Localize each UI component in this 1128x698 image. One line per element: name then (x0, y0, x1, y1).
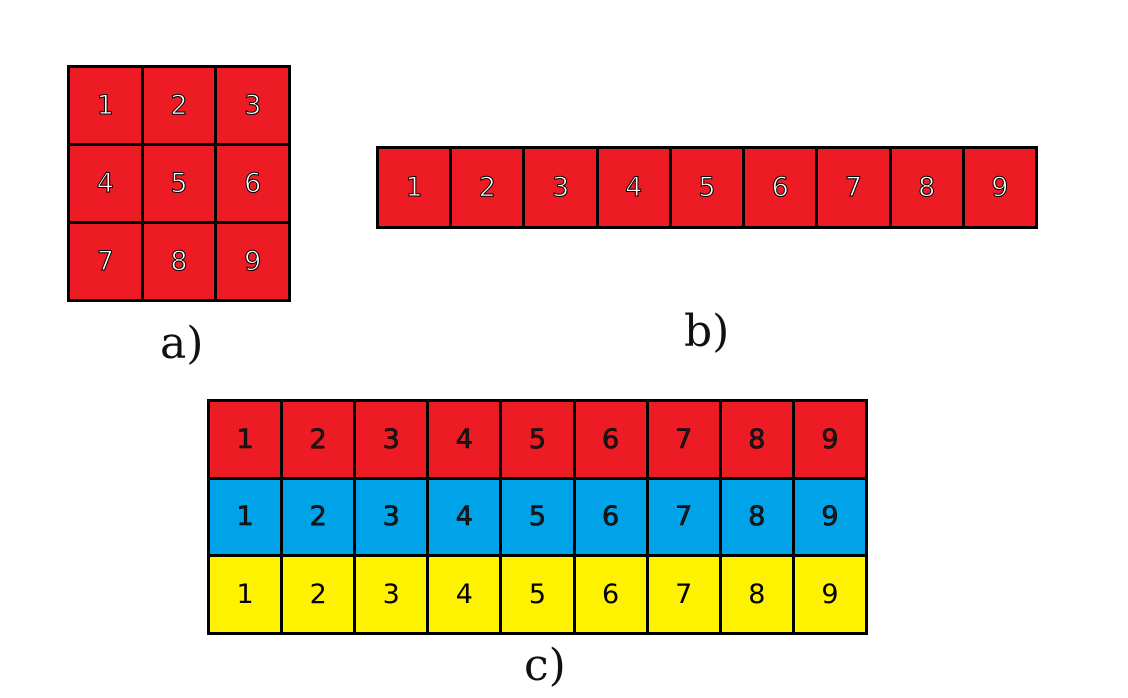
grid-cell-yellow: 9 (794, 557, 865, 632)
label-b: b) (684, 306, 730, 357)
grid-cell-blue: 3 (356, 479, 427, 555)
grid-cell-yellow: 5 (502, 557, 573, 632)
grid-cell-yellow: 2 (283, 557, 354, 632)
grid-cell: 5 (671, 149, 743, 226)
grid-cell: 9 (217, 224, 288, 299)
grid-cell-blue: 5 (502, 479, 573, 555)
grid-cell-yellow: 1 (210, 557, 281, 632)
grid-cell-red: 2 (283, 402, 354, 477)
grid-cell-red: 8 (721, 402, 792, 477)
grid-cell-red: 4 (429, 402, 500, 477)
grid-cell: 3 (217, 68, 288, 143)
grid-cell: 2 (143, 68, 215, 143)
grid-cell-yellow: 7 (648, 557, 719, 632)
grid-cell: 3 (525, 149, 596, 226)
grid-cell-red: 7 (648, 402, 719, 477)
grid-cell-blue: 6 (575, 479, 646, 555)
grid-cell: 5 (143, 146, 215, 221)
grid-cell-yellow: 4 (429, 557, 500, 632)
grid-cell: 7 (818, 149, 889, 226)
grid-cell-yellow: 6 (575, 557, 646, 632)
grid-cell-blue: 8 (721, 479, 792, 555)
grid-cell: 2 (452, 149, 523, 226)
grid-cell-blue: 9 (794, 479, 865, 555)
grid-cell-red: 5 (502, 402, 573, 477)
label-a: a) (160, 318, 204, 369)
grid-cell-red: 3 (356, 402, 427, 477)
grid-cell: 6 (217, 146, 288, 221)
grid-cell-yellow: 3 (356, 557, 427, 632)
grid-cell: 6 (745, 149, 816, 226)
grid-cell: 1 (70, 68, 141, 143)
grid-cell-yellow: 8 (721, 557, 792, 632)
grid-cell-blue: 4 (429, 479, 500, 555)
grid-cell-blue: 2 (283, 479, 354, 555)
grid-cell: 7 (70, 224, 141, 299)
grid-cell-red: 1 (210, 402, 281, 477)
grid-cell: 9 (964, 149, 1035, 226)
grid-cell: 1 (379, 149, 450, 226)
grid-cell: 8 (143, 224, 215, 299)
grid-cell-red: 6 (575, 402, 646, 477)
grid-cell: 8 (891, 149, 962, 226)
grid-cell: 4 (598, 149, 669, 226)
grid-cell-blue: 1 (210, 479, 281, 555)
grid-cell-red: 9 (794, 402, 865, 477)
grid-cell: 4 (70, 146, 141, 221)
grid-cell-blue: 7 (648, 479, 719, 555)
label-c: c) (524, 640, 566, 691)
